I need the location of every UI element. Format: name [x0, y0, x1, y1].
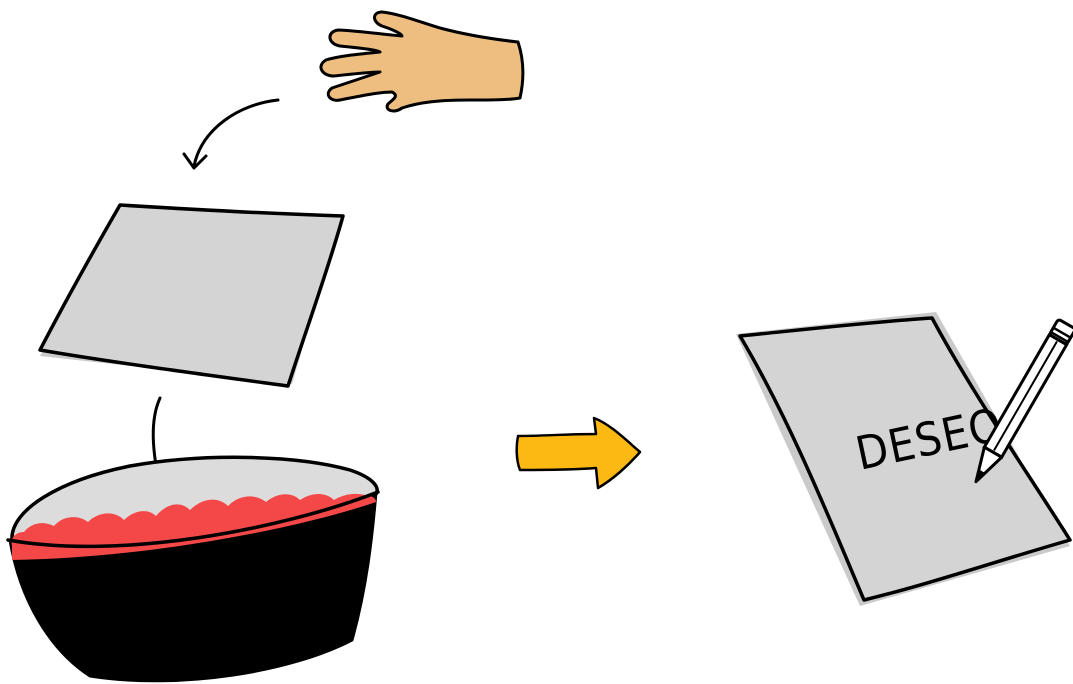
paper-sheet-icon: [40, 205, 343, 386]
bowl-of-liquid-icon: [8, 457, 378, 681]
right-arrow-icon: [517, 418, 640, 488]
hand-icon: [321, 12, 523, 111]
curved-arrow-icon: [184, 100, 278, 168]
written-paper-icon: DESEO: [736, 312, 1070, 606]
